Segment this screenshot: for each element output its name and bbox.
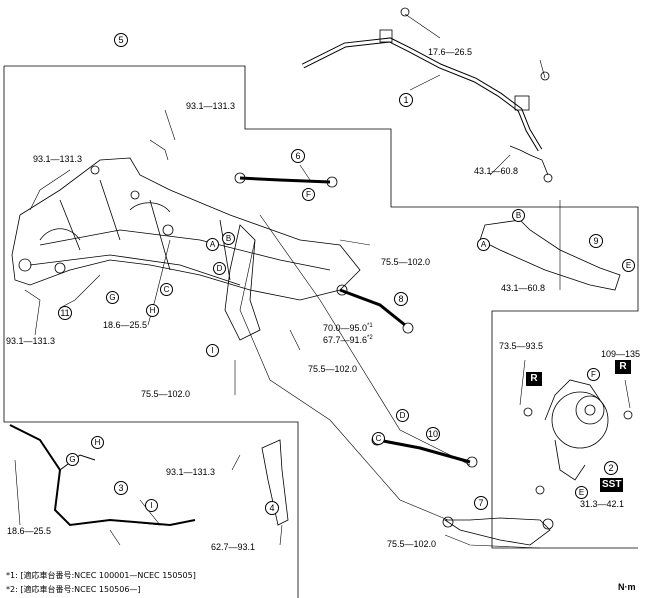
torque-value: 18.6—25.5 [103,320,148,330]
torque-value: 93.1—131.3 [166,467,216,477]
torque-value: 93.1—131.3 [6,336,56,346]
part-number-9: 9 [589,234,603,248]
part-number-3: 3 [114,481,128,495]
torque-value: 109—135 [601,349,641,359]
lower-arm-7-drawing [443,517,551,546]
torque-value: 70.0—95.0*1 [323,323,373,333]
torque-value: 31.3—42.1 [580,499,625,509]
letter-callout-d: D [213,262,226,275]
letter-callout-e: E [622,259,635,272]
parking-cable-3-drawing [9,424,196,527]
letter-callout-g: G [66,453,79,466]
reuse-mark-r: R [615,360,631,374]
letter-callout-h: H [146,304,159,317]
footnote-1: *1: [適応車台番号:NCEC 100001—NCEC 150505] [6,571,196,580]
part-number-5: 5 [114,33,128,47]
torque-value: 67.7—91.6*2 [323,335,373,345]
torque-value: 18.6—25.5 [7,526,52,536]
trailing-arm-9-drawing [479,219,621,291]
upper-link-drawing [239,176,331,184]
subframe-frame-outline [3,65,639,598]
letter-callout-c: C [372,432,385,445]
torque-value: 75.5—102.0 [381,257,431,267]
letter-callout-a: A [206,238,219,251]
letter-callout-b: B [512,209,525,222]
torque-value: 75.5—102.0 [141,389,191,399]
letter-callout-b: B [222,232,235,245]
torque-value: 62.7—93.1 [211,542,256,552]
letter-callout-f: F [587,368,600,381]
letter-callout-c: C [160,283,173,296]
lateral-link-10-drawing [377,438,471,464]
part-number-11: 11 [58,306,72,320]
part-number-4: 4 [265,501,279,515]
torque-value: 17.6—26.5 [428,47,473,57]
torque-value: 75.5—102.0 [308,364,358,374]
letter-callout-i: I [145,499,158,512]
letter-callout-g: G [106,291,119,304]
letter-callout-a: A [477,238,490,251]
torque-value: 93.1—131.3 [186,101,236,111]
part-number-8: 8 [394,292,408,306]
trailing-link-4-drawing [261,439,289,526]
torque-value: 43.1—60.8 [474,166,519,176]
part-number-7: 7 [474,496,488,510]
letter-callout-d: D [396,409,409,422]
leader-lines [14,13,631,549]
torque-value: 75.5—102.0 [387,539,437,549]
letter-callout-i: I [206,344,219,357]
stabilizer-bar-drawing [301,7,553,183]
letter-callout-e: E [575,486,588,499]
knuckle-2-drawing [523,379,633,495]
torque-value: 73.5—93.5 [499,341,544,351]
footnote-2: *2: [適応車台番号:NCEC 150506—] [6,585,141,594]
torque-value: 93.1—131.3 [33,154,83,164]
sst-mark: SST [600,478,624,492]
reuse-mark-r: R [526,372,542,386]
letter-callout-f: F [302,188,315,201]
part-number-2: 2 [604,461,618,475]
torque-unit: N·m [618,582,636,592]
part-number-6: 6 [291,149,305,163]
part-number-10: 10 [426,427,440,441]
letter-callout-h: H [91,436,104,449]
lateral-link-8-drawing [339,288,406,327]
part-number-1: 1 [399,93,413,107]
torque-value: 43.1—60.8 [501,283,546,293]
